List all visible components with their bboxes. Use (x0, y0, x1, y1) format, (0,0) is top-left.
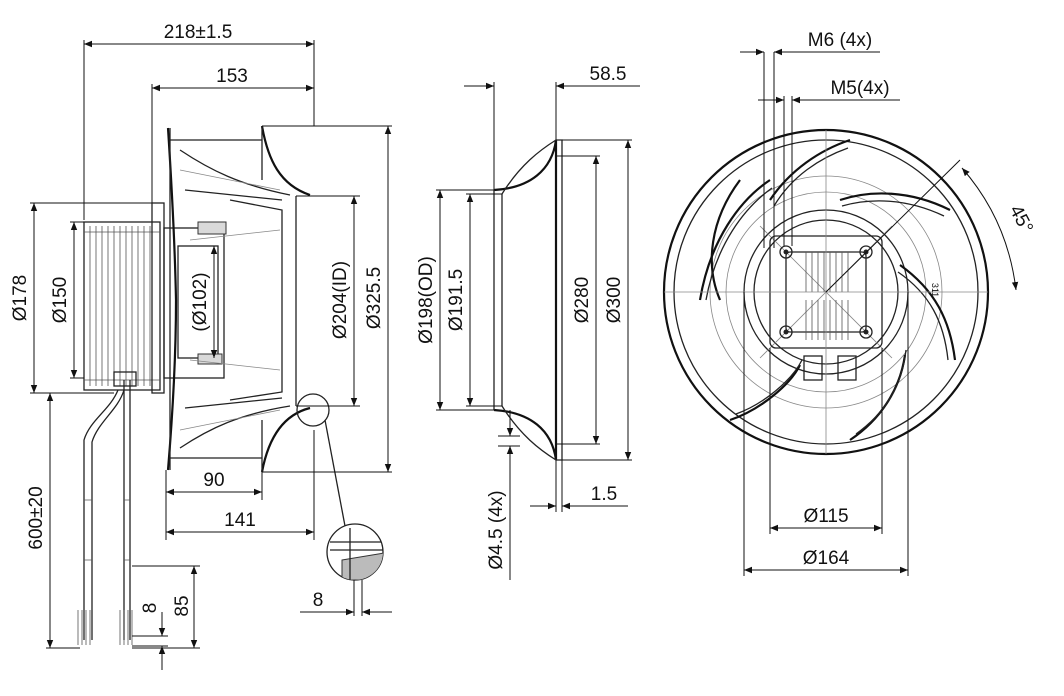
dim-ring-od: Ø198(OD) (416, 189, 494, 411)
dim-depth-90: 90 (165, 470, 263, 500)
dim-ring-hole: Ø4.5 (4x) (486, 410, 520, 580)
label-280: Ø280 (572, 277, 593, 323)
dim-strip-8: 8 (132, 603, 168, 670)
label-small-mark: 311 (930, 283, 940, 297)
label-1-5: 1.5 (591, 484, 617, 505)
label-300: Ø300 (604, 277, 625, 323)
dim-impeller-length: 153 (151, 66, 314, 203)
front-view: 311 M6 (4x) M5(4x) 45° Ø115 (662, 30, 1037, 576)
dim-ring-300: Ø300 (562, 139, 632, 461)
label-85: 85 (172, 595, 193, 616)
label-115: Ø115 (803, 506, 848, 527)
dim-motor-dia: Ø178 (10, 202, 152, 394)
dim-ring-thickness: 1.5 (530, 460, 628, 512)
impeller-profile (166, 125, 311, 473)
label-150: Ø150 (50, 277, 71, 323)
detail-view (326, 523, 384, 581)
inlet-ring-view: 58.5 Ø198(OD) Ø191.5 Ø280 Ø300 (416, 64, 640, 580)
label-8-detail: 8 (313, 590, 324, 611)
dim-ring-id: Ø191.5 (446, 193, 502, 407)
dim-motor-inner-dia: Ø150 (50, 221, 84, 379)
label-m5: M5(4x) (830, 78, 889, 99)
label-204: Ø204(ID) (330, 261, 351, 339)
label-325: Ø325.5 (364, 267, 385, 329)
dim-ring-depth: 58.5 (464, 64, 640, 190)
label-153: 153 (216, 66, 248, 87)
label-141: 141 (224, 510, 256, 531)
label-218: 218±1.5 (164, 22, 233, 43)
label-4-5: Ø4.5 (4x) (486, 490, 507, 569)
label-58-5: 58.5 (590, 64, 627, 85)
dim-m6: M6 (4x) (740, 30, 880, 248)
dim-ring-280: Ø280 (556, 155, 600, 445)
label-90: 90 (203, 470, 224, 491)
cable-bundle (77, 371, 137, 645)
label-8-strip: 8 (140, 603, 161, 614)
dim-angle: 45° (825, 159, 1037, 293)
label-102: (Ø102) (190, 272, 211, 331)
dim-overall-length: 218±1.5 (83, 22, 315, 220)
dim-strip-85: 85 (132, 565, 200, 649)
side-view: 218±1.5 153 Ø178 Ø150 (Ø102) Ø20 (10, 22, 392, 670)
impeller-blades (698, 138, 957, 441)
label-164: Ø164 (803, 548, 850, 569)
dim-115: Ø115 (769, 348, 883, 534)
dim-m5: M5(4x) (758, 78, 900, 246)
dim-shaft-dia: (Ø102) (190, 246, 218, 358)
label-45: 45° (1005, 202, 1037, 237)
label-600: 600±20 (26, 486, 47, 549)
label-178: Ø178 (10, 275, 31, 321)
detail-marker-circle (296, 393, 330, 427)
motor-heatsink (83, 202, 227, 394)
dim-inner-dia: Ø204(ID) (296, 195, 360, 407)
dim-164: Ø164 (743, 292, 909, 576)
label-m6: M6 (4x) (808, 30, 872, 51)
label-191-5: Ø191.5 (446, 269, 467, 331)
dim-depth-141: 141 (165, 430, 315, 540)
dim-cable-length: 600±20 (26, 392, 84, 649)
dim-outer-dia: Ø325.5 (262, 125, 392, 473)
dim-detail-8: 8 (300, 580, 392, 616)
label-198: Ø198(OD) (416, 256, 437, 344)
